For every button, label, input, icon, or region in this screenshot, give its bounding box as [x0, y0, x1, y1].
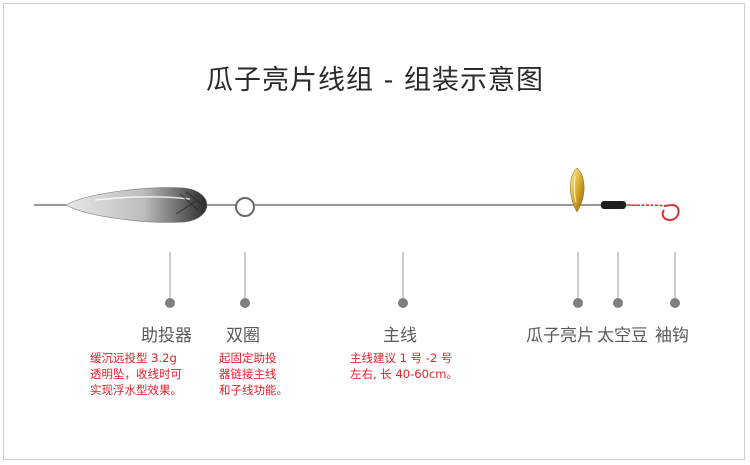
diagram-frame	[3, 3, 745, 460]
label-sinker: 助投器	[141, 326, 192, 346]
description-line: 起固定助投	[219, 351, 277, 365]
bead-icon	[601, 201, 626, 209]
description-line: 透明坠，收线时可	[90, 367, 182, 381]
connector-main-line	[398, 252, 408, 308]
teardrop-sinker-icon	[65, 187, 208, 223]
connector-spoon	[573, 252, 583, 308]
label-spoon: 瓜子亮片	[526, 326, 594, 346]
description-line: 和子线功能。	[219, 383, 288, 397]
diagram-title: 瓜子亮片线组 - 组装示意图	[206, 65, 544, 96]
label-bead: 太空豆	[597, 326, 648, 346]
description-line: 实现浮水型效果。	[90, 383, 182, 397]
description-line: 缓沉远投型 3.2g	[90, 351, 177, 365]
description-line: 器链接主线	[219, 367, 277, 381]
hook-icon	[627, 203, 680, 222]
ring-icon	[235, 197, 255, 217]
description-line: 左右, 长 40-60cm。	[350, 367, 458, 381]
description-sinker: 缓沉远投型 3.2g 透明坠，收线时可 实现浮水型效果。	[90, 350, 182, 398]
label-main-line: 主线	[383, 326, 417, 346]
description-double-ring: 起固定助投 器链接主线 和子线功能。	[219, 350, 288, 398]
description-line: 主线建议 1 号 -2 号	[350, 351, 453, 365]
description-main-line: 主线建议 1 号 -2 号 左右, 长 40-60cm。	[350, 350, 458, 382]
label-hook: 袖钩	[655, 326, 689, 346]
spoon-lure-icon	[570, 167, 585, 213]
label-double-ring: 双圈	[226, 326, 260, 346]
connector-hook	[670, 252, 680, 308]
connector-bead	[613, 252, 623, 308]
connector-sinker	[165, 252, 175, 308]
connector-double-ring	[240, 252, 250, 308]
